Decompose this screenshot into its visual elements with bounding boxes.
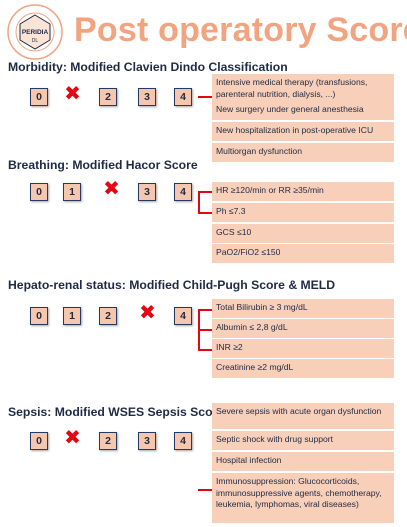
peridia-logo: PERIDIA DL [3,2,67,62]
sepsis-title: Sepsis: Modified WSES Sepsis Score [8,405,225,419]
logo-badge-sub: DL [32,38,39,44]
x-mark-icon: ✖ [64,83,81,105]
x-mark-icon: ✖ [64,427,81,449]
breathing-pointer-2 [198,212,212,214]
morbidity-item-3: New hospitalization in post-operative IC… [212,122,394,141]
breathing-item-4: PaO2/FiO2 ≤150 [212,244,394,263]
morbidity-item-4: Multiorgan dysfunction [212,143,394,162]
sepsis-item-3: Hospital infection [212,452,394,471]
breathing-title: Breathing: Modified Hacor Score [8,158,198,172]
morbidity-score-0: 0 [30,88,48,106]
morbidity-score-3: 3 [138,88,156,106]
sepsis-pointer [198,489,212,491]
breathing-score-1: 1 [63,183,81,201]
breathing-score-3: 3 [138,183,156,201]
hepatorenal-pointer-3 [198,349,212,351]
breathing-pointer-1 [198,191,212,193]
breathing-item-2: Ph ≤7.3 [212,203,394,222]
hepatorenal-item-2: Albumin ≤ 2,8 g/dL [212,319,394,338]
sepsis-score-4: 4 [174,432,192,450]
morbidity-score-2: 2 [99,88,117,106]
breathing-score-4: 4 [174,183,192,201]
hepatorenal-item-4: Creatinine ≥2 mg/dL [212,359,394,378]
sepsis-score-3: 3 [138,432,156,450]
hepatorenal-score-4: 4 [174,307,192,325]
breathing-item-1: HR ≥120/min or RR ≥35/min [212,182,394,201]
breathing-score-0: 0 [30,183,48,201]
x-mark-icon: ✖ [103,178,120,200]
breathing-pointer-link [198,191,200,214]
page-title: Post operatory Score [74,11,407,49]
hepatorenal-pointer-link [198,309,200,351]
hepatorenal-item-1: Total Bilirubin ≥ 3 mg/dL [212,299,394,318]
sepsis-item-1: Severe sepsis with acute organ dysfuncti… [212,403,394,429]
breathing-item-3: GCS ≤10 [212,224,394,243]
hepatorenal-score-2: 2 [99,307,117,325]
sepsis-item-2: Septic shock with drug support [212,431,394,450]
hepatorenal-title: Hepato-renal status: Modified Child-Pugh… [8,278,336,292]
morbidity-pointer [198,96,212,98]
hepatorenal-score-0: 0 [30,307,48,325]
morbidity-score-4: 4 [174,88,192,106]
x-mark-icon: ✖ [139,302,156,324]
sepsis-score-0: 0 [30,432,48,450]
hepatorenal-item-3: INR ≥2 [212,339,394,358]
morbidity-item-2: New surgery under general anesthesia [212,101,394,120]
morbidity-title: Morbidity: Modified Clavien Dindo Classi… [8,60,288,74]
hepatorenal-score-1: 1 [63,307,81,325]
hepatorenal-pointer-2 [198,329,212,331]
sepsis-score-2: 2 [99,432,117,450]
logo-badge: PERIDIA [22,29,49,36]
hepatorenal-pointer-1 [198,309,212,311]
sepsis-item-4: Immunosuppression: Glucocorticoids, immu… [212,473,394,523]
